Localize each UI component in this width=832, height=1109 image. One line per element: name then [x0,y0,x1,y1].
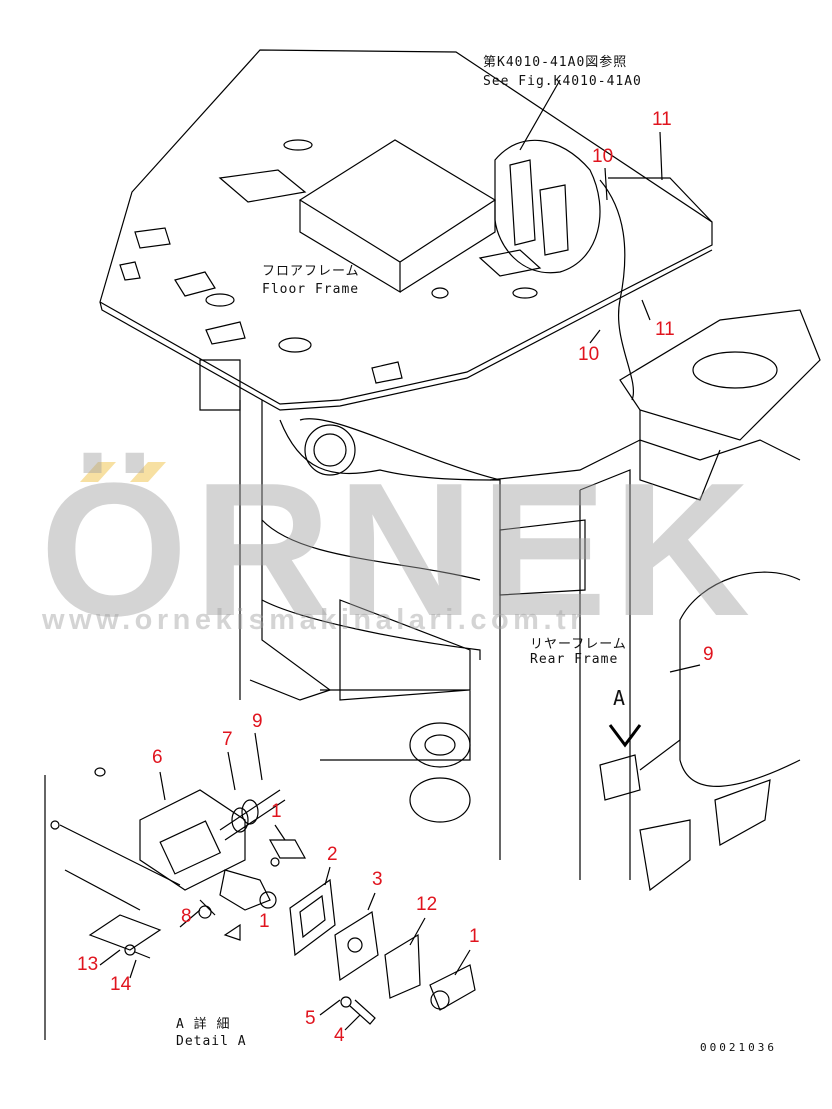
floor-frame-jp: フロアフレーム [262,264,360,279]
callout-14: 14 [110,974,132,995]
callout-4: 4 [334,1025,345,1046]
callout-7: 7 [222,729,233,750]
rear-frame-jp: リヤーフレーム [530,637,627,652]
callout-2: 2 [327,844,338,865]
rear-frame-en: Rear Frame [530,652,619,667]
callout-8: 8 [181,906,192,927]
callout-11: 11 [652,109,672,130]
floor-frame-plate [99,49,713,405]
detail-en: Detail A [176,1034,247,1049]
callout-3: 3 [372,869,383,890]
watermark-brand: ÖRNEK [40,444,757,656]
watermark-url: www.ornekismakinalari.com.tr [42,604,586,636]
callout-1: 1 [259,911,270,932]
callout-9: 9 [703,644,714,665]
reference-en: See Fig.K4010-41A0 [483,74,642,89]
callout-6: 6 [152,747,163,768]
reference-jp: 第K4010-41A0図参照 [483,55,628,70]
callout-1: 1 [469,926,480,947]
callout-12: 12 [416,894,438,915]
callout-5: 5 [305,1008,316,1029]
watermark-umlaut-icon [80,462,166,482]
connector-housing [139,789,246,891]
floor-frame-en: Floor Frame [262,282,360,297]
drawing-number: 00021036 [700,1041,777,1054]
callout-9: 9 [252,711,263,732]
callout-11: 11 [655,319,675,340]
callout-13: 13 [77,954,99,975]
callout-1: 1 [271,801,282,822]
callout-10: 10 [578,344,600,365]
view-marker: A [613,686,627,710]
callout-10: 10 [592,146,614,167]
harness-loop [494,139,601,274]
detail-jp: A 詳 細 [176,1017,231,1032]
